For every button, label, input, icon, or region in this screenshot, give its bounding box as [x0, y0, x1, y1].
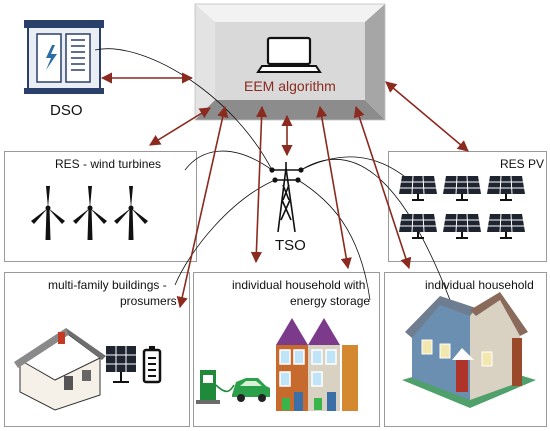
tso-label: TSO — [275, 237, 306, 254]
data-flow-arrows — [100, 72, 469, 309]
multi-family-label-line1: multi-family buildings - — [48, 278, 167, 292]
dso-label: DSO — [50, 102, 83, 119]
townhouse-icon — [276, 318, 358, 411]
res-pv-label: RES PV — [500, 157, 545, 171]
home-battery-icon — [142, 346, 162, 384]
solar-panel-icons — [399, 175, 525, 239]
solar-panel-icon — [487, 213, 525, 239]
res-wind-label: RES - wind turbines — [55, 157, 162, 171]
solar-panel-icon — [443, 213, 481, 239]
ev-charger-icon — [196, 370, 235, 404]
individual-household-label: individual household — [425, 278, 534, 292]
house-icon — [14, 328, 106, 411]
transmission-tower-icon — [269, 162, 304, 233]
solar-panel-icon — [487, 175, 525, 201]
eem-algorithm-box — [194, 3, 386, 121]
individual-house-icon — [402, 292, 536, 408]
res-pv-box — [388, 151, 547, 262]
home-solar-panel-icon — [106, 346, 136, 383]
solar-panel-icon — [399, 213, 437, 239]
solar-panel-icon — [399, 175, 437, 201]
multi-family-label-line2: prosumers — [120, 294, 177, 308]
solar-panel-icon — [443, 175, 481, 201]
wind-turbine-icons — [31, 186, 148, 240]
res-wind-box — [4, 151, 197, 262]
algorithm-label: EEM algorithm — [244, 78, 336, 94]
dso-substation-icon — [24, 20, 104, 94]
laptop-icon — [256, 36, 322, 73]
household-storage-label-line1: individual household with — [232, 278, 366, 292]
electric-car-icon — [232, 378, 270, 402]
household-storage-label-line2: energy storage — [290, 294, 371, 308]
